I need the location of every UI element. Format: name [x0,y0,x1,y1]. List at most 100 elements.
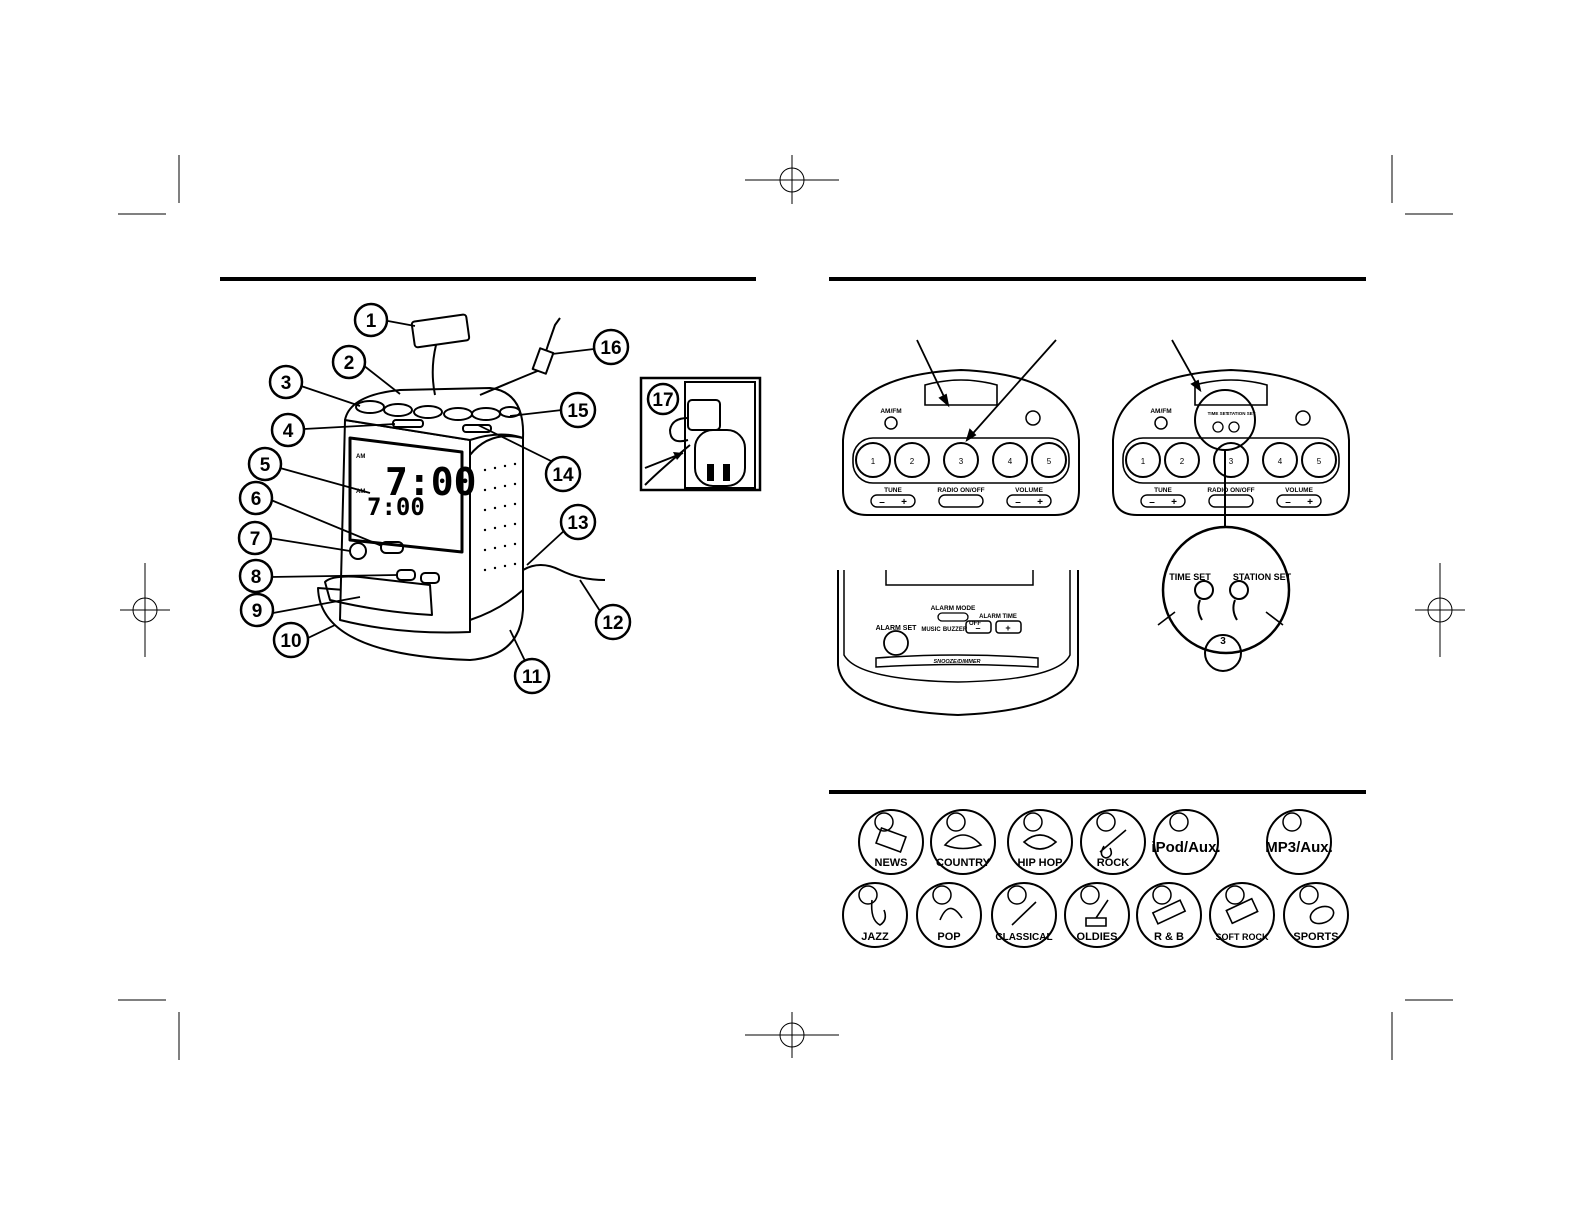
saxophone-icon [870,899,887,926]
genre-chip-classical [991,882,1057,948]
genre-chip-sports [1283,882,1349,948]
guitar-icon [1099,829,1127,859]
preset-5-label: 5 [1047,457,1052,466]
svg-text:5: 5 [260,455,271,476]
mode-off-label: OFF [969,621,981,627]
callout-8: 8 [238,558,274,594]
svg-text:14: 14 [552,465,574,486]
svg-text:13: 13 [567,513,588,534]
mode-music-label: MUSIC [921,627,941,633]
genre-label-hiphop: HIP HOP [1017,857,1062,869]
callout-6: 6 [238,480,274,516]
svg-text:+: + [1171,497,1177,508]
genre-chip-jazz [842,882,908,948]
svg-text:2: 2 [344,353,355,374]
top-panel-a: AM/FM 1 2 3 4 5 TUNE RADIO ON/OFF VOLUME… [842,369,1080,516]
genre-label-rock: ROCK [1097,857,1129,869]
preset-4-label: 4 [1008,457,1013,466]
svg-text:–: – [879,497,885,508]
callout-17: 17 [646,382,680,416]
svg-text:5: 5 [1317,457,1322,466]
svg-text:8: 8 [251,567,262,588]
genre-label-rnb: R & B [1154,931,1184,943]
zoom-station-set-label: STATION SET [1233,572,1292,582]
volume-label: VOLUME [1015,487,1043,494]
svg-text:–: – [1149,497,1155,508]
am-fm-label: AM/FM [880,408,901,415]
genre-chip-rnb [1136,882,1202,948]
zoom-circle: TIME SET STATION SET 3 [1157,525,1292,672]
callout-2: 2 [331,344,367,380]
callout-10: 10 [272,621,310,659]
callout-5: 5 [247,446,283,482]
genre-chip-ipod [1153,809,1219,875]
svg-text:+: + [901,497,907,508]
zoom-time-set-label: TIME SET [1169,572,1211,582]
svg-text:3: 3 [1229,457,1234,466]
lcd-main-time: 7:00 [385,460,477,504]
back-panel: ALARM SET ALARM MODE MUSIC BUZZER OFF AL… [837,570,1079,717]
genre-chip-softrock [1209,882,1275,948]
svg-text:11: 11 [522,667,543,688]
svg-text:–: – [1015,497,1021,508]
genre-label-classical: CLASSICAL [995,932,1052,943]
svg-text:–: – [1285,497,1291,508]
alarm-mode-label: ALARM MODE [931,605,976,612]
svg-text:1: 1 [366,311,377,332]
svg-text:17: 17 [652,390,673,411]
genre-label-ipod: iPod/Aux. [1151,839,1220,856]
cowboy-hat-icon [943,834,983,850]
genre-label-softrock: SOFT ROCK [1216,932,1269,942]
callout-3: 3 [268,364,304,400]
headphones-icon [939,907,963,921]
svg-text:2: 2 [1180,457,1185,466]
genre-label-sports: SPORTS [1293,931,1338,943]
svg-text:15: 15 [567,401,589,422]
svg-text:6: 6 [251,489,262,510]
genre-chip-news [858,809,924,875]
svg-text:4: 4 [1278,457,1283,466]
callout-11: 11 [513,657,551,695]
callout-14: 14 [544,455,582,493]
svg-text:9: 9 [252,601,263,622]
genre-label-oldies: OLDIES [1077,931,1118,943]
lcd-am-main: AM [356,454,365,460]
radio-on-off-label: RADIO ON/OFF [937,487,984,494]
harmonica-icon [1151,899,1187,925]
newspaper-icon [875,827,907,853]
callout-15: 15 [559,391,597,429]
violin-icon [1011,901,1037,926]
svg-text:–: – [975,623,980,633]
svg-text:10: 10 [280,631,301,652]
alarm-time-label: ALARM TIME [979,614,1017,620]
station-set-small-label: STATION SET [1226,411,1255,416]
gramophone-icon [1085,899,1109,927]
genre-label-news: NEWS [875,857,908,869]
callout-bubbles: 1 2 3 4 5 6 7 8 9 10 11 12 13 14 15 16 1… [237,302,680,695]
svg-text:VOLUME: VOLUME [1285,487,1313,494]
svg-text:AM/FM: AM/FM [1150,408,1171,415]
callout-9: 9 [239,592,275,628]
top-panel-b: AM/FM TIME SET STATION SET 1 2 3 4 5 TUN… [1112,369,1350,530]
svg-text:1: 1 [1141,457,1146,466]
genre-chip-oldies [1064,882,1130,948]
tune-label: TUNE [884,487,902,494]
svg-text:16: 16 [600,338,621,359]
svg-text:+: + [1005,623,1010,633]
snooze-dimmer-label: SNOOZE/DIMMER [933,659,980,665]
svg-text:3: 3 [281,373,292,394]
time-set-small-label: TIME SET [1208,411,1229,416]
svg-text:4: 4 [283,421,294,442]
svg-text:12: 12 [602,613,623,634]
svg-text:+: + [1037,497,1043,508]
header-rule-left [220,277,756,281]
preset-2-label: 2 [910,457,915,466]
mode-buzzer-label: BUZZER [943,627,968,633]
genre-label-pop: POP [937,931,960,943]
lcd-small-time: 7:00 [367,493,425,521]
callout-13: 13 [559,503,597,541]
